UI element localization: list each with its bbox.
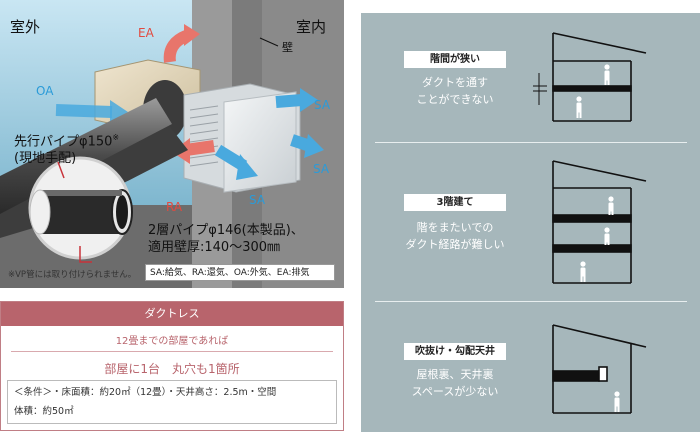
double-pipe-leader <box>79 246 92 263</box>
oa-label: OA <box>36 84 54 98</box>
double-pipe-detail <box>29 189 133 235</box>
person-icon <box>580 261 586 282</box>
case-title-three-storey: 3階建て <box>404 194 506 211</box>
person-icon <box>604 227 610 245</box>
indoor-label: 室内 <box>296 18 327 36</box>
person-icon <box>576 96 582 118</box>
case-title-atrium: 吹抜け・勾配天井 <box>404 343 506 360</box>
illustration-graphic <box>0 0 344 288</box>
case-desc-line: ダクト経路が難しい <box>405 238 505 251</box>
house-diagram-three-storey <box>552 160 647 284</box>
person-icons <box>576 64 620 412</box>
person-icon <box>614 391 620 412</box>
sa-bottom-label: SA <box>249 193 266 207</box>
case-desc-atrium: 屋根裏、天井裏 スペースが少ない <box>385 366 525 400</box>
sa-right-label: SA <box>313 162 330 176</box>
case-desc-narrow-floor: ダクトを通す ことができない <box>385 74 525 108</box>
case-desc-three-storey: 階をまたいでの ダクト経路が難しい <box>385 219 525 253</box>
case-desc-line: ダクトを通す <box>422 76 488 89</box>
case-title-narrow-floor: 階間が狭い <box>404 51 506 68</box>
house-diagrams <box>533 32 647 414</box>
outdoor-label: 室外 <box>10 18 41 36</box>
case-separator <box>375 301 687 302</box>
wall-leader-line <box>259 37 279 47</box>
ea-label: EA <box>138 26 154 40</box>
lead-pipe-mark: ※ <box>112 133 120 142</box>
double-pipe-note: 2層パイプφ146(本製品)、 適用壁厚:140～300㎜ <box>148 222 304 256</box>
ductless-header: ダクトレス <box>1 302 343 326</box>
case-desc-line: 階をまたいでの <box>416 221 494 234</box>
sa-top-arrow <box>275 88 318 112</box>
lead-pipe-line-1: 先行パイプφ150 <box>14 134 113 150</box>
ductless-subtitle: 12畳までの部屋であれば <box>11 332 333 352</box>
case-desc-line: ことができない <box>416 93 494 106</box>
ea-arrow <box>163 24 200 63</box>
house-diagram-atrium <box>552 324 647 414</box>
case-desc-line: スペースが少ない <box>411 385 499 398</box>
conditions-line-1: ＜条件＞・床面積：約20㎡（12畳）・天井高さ：2.5m・空間 <box>14 387 277 398</box>
case-separator <box>375 142 687 143</box>
oa-arrow <box>55 100 128 124</box>
case-desc-line: 屋根裏、天井裏 <box>416 368 494 381</box>
house-cases-panel: 階間が狭い ダクトを通す ことができない 3階建て 階をまたいでの ダクト経路が… <box>361 13 700 432</box>
lead-pipe-note: 先行パイプφ150※ (現地手配) <box>14 129 119 167</box>
ductless-main-text: 部屋に1台 丸穴も1箇所 <box>104 362 240 376</box>
lead-pipe-leader <box>57 161 65 179</box>
conditions-line-2: 体積：約50㎡ <box>14 406 74 417</box>
vp-note: ※VP管には取り付けられません。 <box>8 270 137 280</box>
double-pipe-line-2: 適用壁厚:140～300㎜ <box>148 240 281 255</box>
house-diagram-narrow-floor <box>533 32 647 122</box>
sa-top-label: SA <box>314 98 331 112</box>
double-pipe-line-1: 2層パイプφ146(本製品)、 <box>148 223 304 238</box>
ductless-conditions: ＜条件＞・床面積：約20㎡（12畳）・天井高さ：2.5m・空間 体積：約50㎡ <box>7 380 337 424</box>
ductless-panel: ダクトレス 12畳までの部屋であれば 部屋に1台 丸穴も1箇所 ＜条件＞・床面積… <box>0 301 344 431</box>
sa-bottom-arrow <box>214 144 258 180</box>
ventilation-illustration: 室外 室内 壁 EA OA SA SA SA RA 先行パイプφ150※ (現地… <box>0 0 344 288</box>
person-icon <box>608 196 614 215</box>
airflow-legend: SA:給気、RA:還気、OA:外気、EA:排気 <box>145 264 335 281</box>
person-icon <box>604 64 610 85</box>
lead-pipe-line-2: (現地手配) <box>14 151 77 167</box>
wall-label: 壁 <box>282 41 293 54</box>
ra-label: RA <box>166 200 183 214</box>
sa-right-arrow <box>290 134 324 158</box>
